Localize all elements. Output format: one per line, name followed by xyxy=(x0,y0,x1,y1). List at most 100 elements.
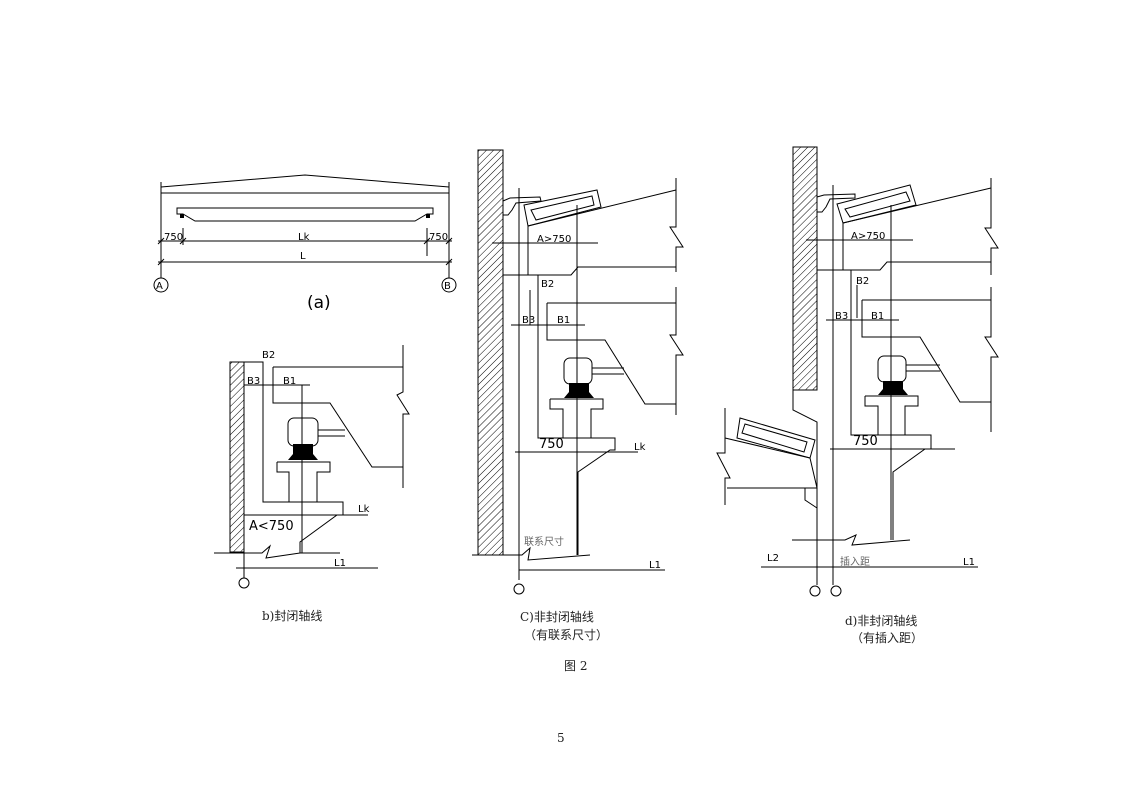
adjacent-roof-slope xyxy=(724,437,811,459)
dim-lk: Lk xyxy=(298,232,310,243)
crane-bridge xyxy=(176,207,434,222)
tick xyxy=(157,258,165,266)
label-b3: B3 xyxy=(247,376,260,387)
beam-section-right xyxy=(277,461,331,502)
crane-wheel xyxy=(877,355,907,383)
crane-wheel xyxy=(287,417,319,447)
label-b2: B2 xyxy=(856,276,869,287)
roof-slope xyxy=(842,187,992,224)
tick xyxy=(445,237,453,245)
beam-section-left xyxy=(864,396,879,435)
figure-b: B2 B3 B1 A<750 Lk L1 xyxy=(214,345,410,589)
axis-bubble xyxy=(238,577,250,589)
label-b3: B3 xyxy=(835,311,848,322)
roof-panel-outer xyxy=(523,189,602,227)
roof-slope xyxy=(527,189,677,227)
figure-b-caption: b)封闭轴线 xyxy=(262,609,323,623)
axis-bubble-left xyxy=(809,585,821,597)
wall-hatched xyxy=(792,146,818,391)
crane-rail xyxy=(564,383,594,398)
tick xyxy=(423,237,431,245)
adjacent-roof-panel-inner xyxy=(741,423,808,453)
label-l1: L1 xyxy=(334,558,346,569)
dim-left-750: 750 xyxy=(164,232,183,243)
break-line-left xyxy=(716,408,731,505)
label-750: 750 xyxy=(539,437,564,452)
ground-line xyxy=(792,534,911,546)
crane-wheel-left xyxy=(180,214,184,218)
label-a-greater-750: A>750 xyxy=(851,231,885,242)
roof-beam xyxy=(842,223,991,271)
break-line-bottom xyxy=(984,287,999,432)
beam-section-right xyxy=(550,398,604,438)
eave-detail xyxy=(502,196,542,216)
wall-hatched xyxy=(229,361,245,553)
dim-l: L xyxy=(300,251,306,262)
figure-c: A>750 B2 B3 B1 750 Lk L1 联系尺寸 xyxy=(472,149,684,595)
beam-section-left xyxy=(276,462,290,502)
crane-beam-bottom xyxy=(861,300,991,403)
axis-bubble xyxy=(513,583,525,595)
wall-hatched xyxy=(477,149,504,556)
label-lk: Lk xyxy=(634,442,646,453)
figure-d-caption-line2: （有插入距） xyxy=(851,631,924,645)
axis-bubble-b xyxy=(441,277,457,293)
figure-number: 图 2 xyxy=(564,659,588,673)
lower-wall-outline xyxy=(792,390,818,510)
column-outline xyxy=(503,274,616,555)
label-insertion-distance: 插入距 xyxy=(840,555,870,568)
crane-wheel-right xyxy=(426,214,430,218)
label-lk: Lk xyxy=(358,504,370,515)
axis-label-b: B xyxy=(444,281,451,292)
dim-right-750: 750 xyxy=(429,232,448,243)
axis-bubble-right xyxy=(830,585,842,597)
crane-rail xyxy=(288,444,318,460)
label-b1: B1 xyxy=(871,311,884,322)
adjacent-roof-beam xyxy=(727,457,818,489)
ground-line xyxy=(214,544,340,559)
crane-beam-bottom xyxy=(546,303,676,405)
tick xyxy=(445,258,453,266)
break-line-top xyxy=(669,178,684,272)
label-b2: B2 xyxy=(262,350,275,361)
break-line-bottom xyxy=(669,287,684,415)
label-b1: B1 xyxy=(557,315,570,326)
beam-section-left xyxy=(549,399,564,438)
roof-panel-inner xyxy=(844,191,911,218)
column-outline xyxy=(817,269,932,540)
label-a-greater-750: A>750 xyxy=(537,234,571,245)
ground-line xyxy=(472,546,591,561)
label-l2: L2 xyxy=(767,553,779,564)
label-l1: L1 xyxy=(649,560,661,571)
page-number: 5 xyxy=(557,731,565,745)
label-750: 750 xyxy=(853,434,878,449)
tick xyxy=(179,237,187,245)
beam-bottom xyxy=(272,367,403,468)
break-line-right xyxy=(396,345,410,488)
figure-c-caption-line2: （有联系尺寸） xyxy=(524,628,609,642)
roof-panel-inner xyxy=(530,195,595,221)
figure-a-caption: (a) xyxy=(307,293,331,313)
crane-rail xyxy=(878,381,908,395)
roof-panel-outer xyxy=(836,184,917,224)
label-l1: L1 xyxy=(963,557,975,568)
figure-d-caption-line1: d)非封闭轴线 xyxy=(845,614,918,628)
figure-c-caption-line1: C)非封闭轴线 xyxy=(520,610,594,624)
eave-detail xyxy=(816,193,856,213)
figure-a: 750 750 Lk L A B (a) xyxy=(153,174,457,313)
label-a-less-750: A<750 xyxy=(249,519,294,534)
figure-d: A>750 B2 B3 B1 750 L2 L1 插入距 xyxy=(716,146,999,597)
roof-ridge xyxy=(160,174,450,188)
label-b3: B3 xyxy=(522,315,535,326)
lower-detail xyxy=(804,488,818,509)
label-b1: B1 xyxy=(283,376,296,387)
label-b2: B2 xyxy=(541,279,554,290)
roof-beam xyxy=(527,226,676,276)
beam-section-right xyxy=(865,395,919,435)
label-link-dimension: 联系尺寸 xyxy=(524,535,564,548)
break-line-top xyxy=(984,178,999,275)
axis-label-a: A xyxy=(156,281,163,292)
crane-wheel xyxy=(563,357,593,385)
axis-bubble-a xyxy=(153,277,169,293)
